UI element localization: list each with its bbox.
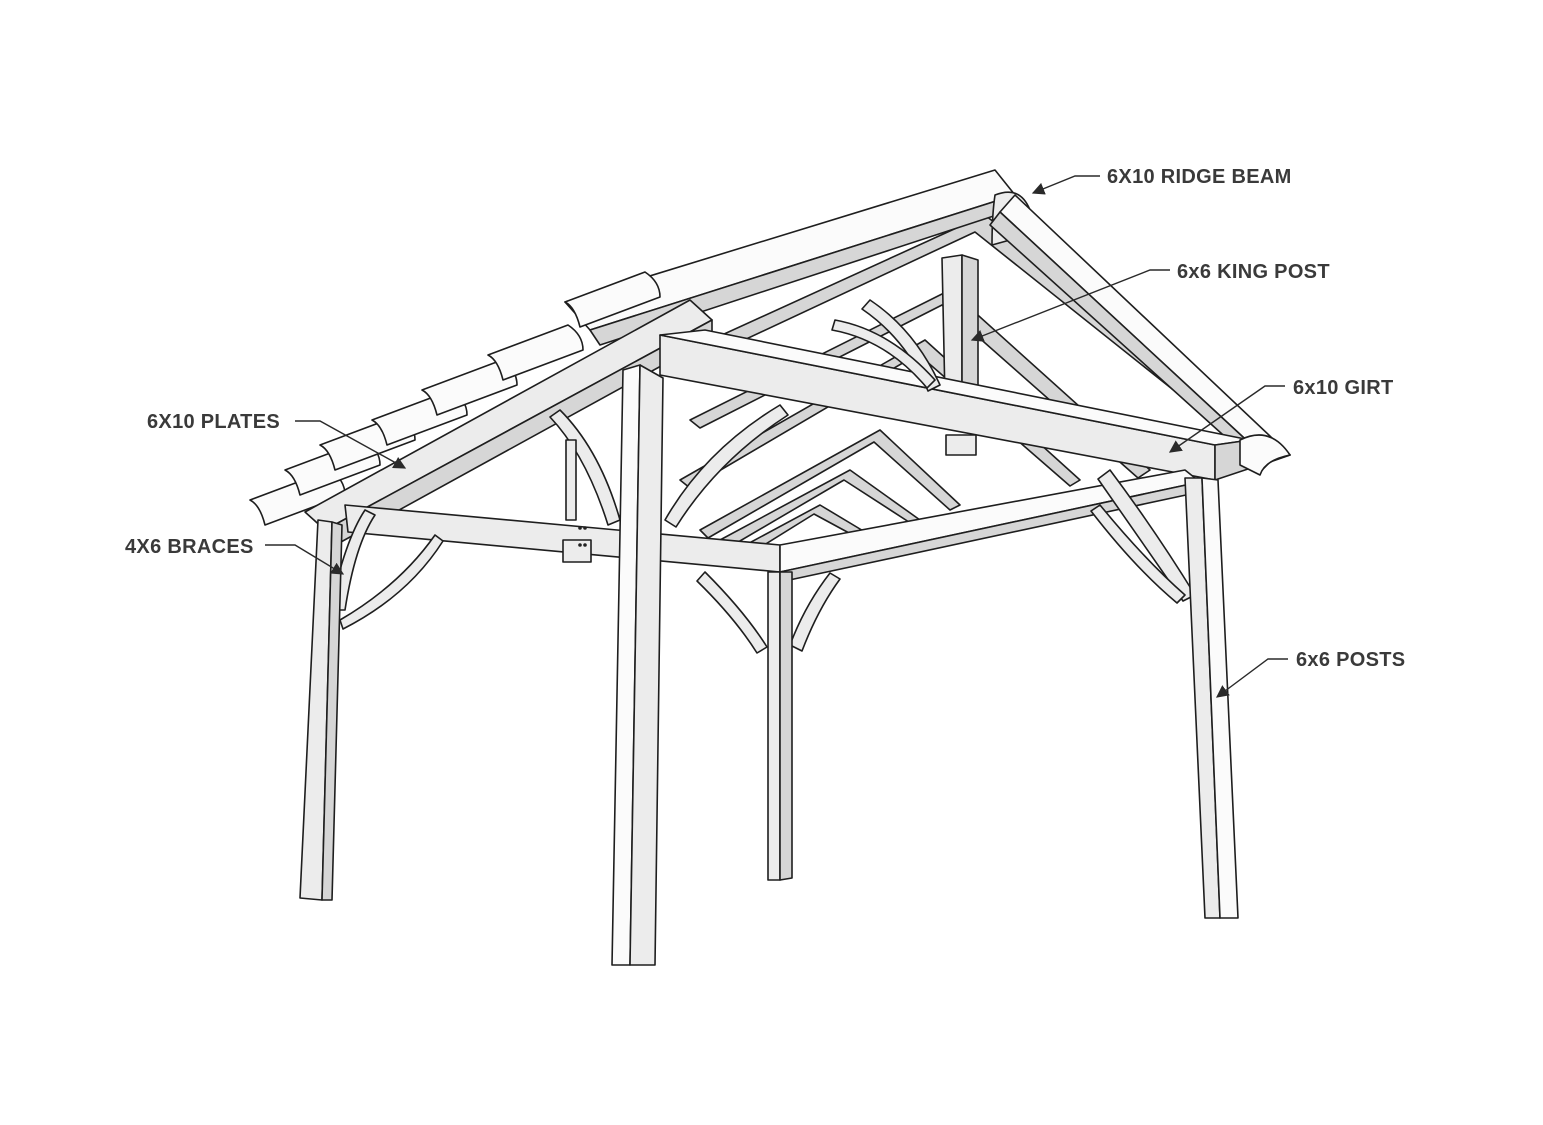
braces-label: 4X6 BRACES xyxy=(125,536,254,558)
ridge-beam-label: 6X10 RIDGE BEAM xyxy=(1107,166,1292,188)
purlin-ends xyxy=(249,271,661,526)
braces xyxy=(329,299,1196,654)
leader-lines xyxy=(265,175,1288,698)
girt-label: 6x10 GIRT xyxy=(1293,377,1394,399)
frame-beams xyxy=(344,469,1201,583)
posts xyxy=(299,364,1239,966)
plates-label: 6X10 PLATES xyxy=(147,411,280,433)
posts-label: 6x6 POSTS xyxy=(1296,649,1405,671)
joint-blocks xyxy=(562,434,977,563)
king-post-label: 6x6 KING POST xyxy=(1177,261,1330,283)
king-post xyxy=(941,254,979,399)
